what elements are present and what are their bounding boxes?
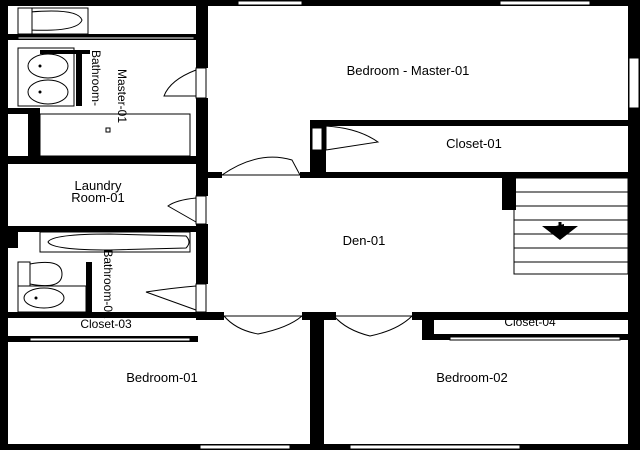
label-bathroom-master-line1: Bathroom- bbox=[89, 50, 103, 106]
label-laundry-line2: Room-01 bbox=[71, 190, 124, 205]
label-bedroom-master: Bedroom - Master-01 bbox=[347, 63, 470, 78]
label-closet-01: Closet-01 bbox=[446, 136, 502, 151]
label-bedroom-01: Bedroom-01 bbox=[126, 370, 198, 385]
fixtures bbox=[17, 7, 191, 313]
label-bathroom-master-line2: Master-01 bbox=[115, 69, 129, 123]
room-labels: Bedroom - Master-01 Closet-01 Laundry Ro… bbox=[71, 50, 556, 385]
toilet-bath01 bbox=[17, 261, 63, 287]
doors bbox=[17, 36, 621, 342]
label-closet-03: Closet-03 bbox=[80, 317, 132, 331]
label-bathroom-01: Bathroom-01 bbox=[101, 249, 115, 319]
stair-arrow-down-icon bbox=[542, 226, 578, 240]
vanity-master bbox=[17, 47, 90, 107]
tub-top bbox=[17, 7, 89, 35]
label-den: Den-01 bbox=[343, 233, 386, 248]
label-laundry-line1: Laundry bbox=[75, 178, 122, 193]
label-bedroom-02: Bedroom-02 bbox=[436, 370, 508, 385]
windows bbox=[199, 0, 640, 450]
tub-bath01 bbox=[39, 231, 191, 253]
stairs bbox=[513, 177, 629, 275]
label-closet-04: Closet-04 bbox=[504, 315, 556, 329]
vanity-bath01 bbox=[17, 262, 92, 313]
